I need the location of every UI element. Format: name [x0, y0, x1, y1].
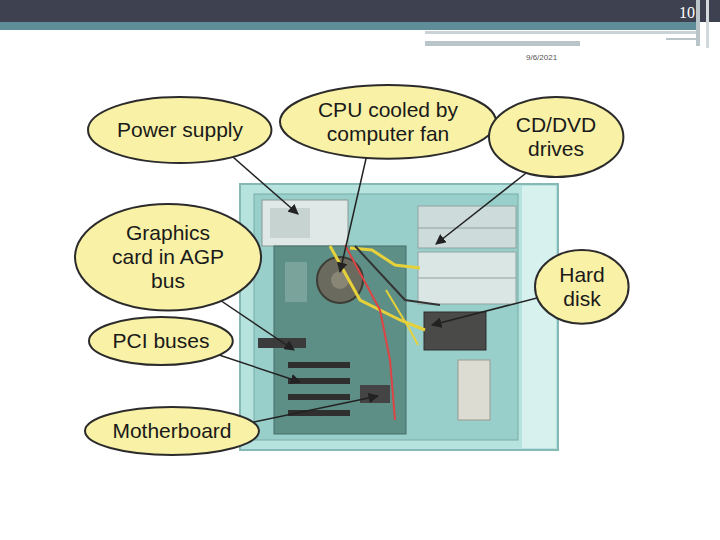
ellipse-shape: [88, 97, 271, 163]
chipset: [360, 385, 390, 403]
callout-ellipse: Hard disk: [533, 248, 631, 326]
header-strip: [0, 22, 700, 30]
pci-slot: [288, 362, 350, 368]
hard-disk-unit: [424, 312, 486, 350]
cable: [345, 245, 395, 420]
leader-line: [436, 170, 530, 244]
ellipse-shape: [280, 85, 496, 159]
callout-label: PCI buses: [113, 329, 210, 353]
page-number: 10: [679, 4, 695, 22]
callout-label: Hard disk: [552, 263, 612, 311]
callout-text-box: PCI buses: [113, 329, 210, 353]
header-line: [425, 31, 700, 34]
callout-ellipse: CD/DVD drives: [487, 95, 625, 179]
callout-text-box: Graphics card in AGP bus: [104, 221, 232, 293]
ellipse-shape: [89, 317, 233, 365]
ellipse-shape: [489, 97, 623, 177]
ellipse-shape: [535, 250, 629, 324]
callout-label: Motherboard: [112, 419, 231, 443]
callout-label: Power supply: [117, 118, 243, 142]
bay-divider: [418, 278, 516, 279]
case-front: [522, 186, 556, 448]
callout-text-box: CPU cooled by computer fan: [313, 98, 463, 146]
callout-ellipse: Power supply: [86, 95, 273, 165]
computer-case: [240, 184, 558, 450]
leader-line: [225, 150, 298, 214]
date-label: 9/6/2021: [526, 53, 557, 62]
callout-text-box: Power supply: [117, 118, 243, 142]
header-line: [706, 0, 709, 48]
header-bar: [0, 0, 720, 22]
header-line: [666, 38, 700, 40]
callout-ellipse: CPU cooled by computer fan: [278, 83, 498, 161]
leader-line: [235, 396, 378, 426]
header-line: [696, 0, 700, 46]
drive-bay: [418, 206, 516, 248]
callout-ellipse: Graphics card in AGP bus: [73, 202, 263, 312]
cable: [386, 290, 418, 345]
bay-divider: [418, 228, 516, 229]
cable: [355, 246, 440, 305]
agp-card: [258, 338, 306, 348]
callout-label: CD/DVD drives: [511, 113, 601, 161]
ellipse-shape: [85, 407, 259, 455]
cable: [330, 246, 425, 330]
drive-bay: [418, 252, 516, 304]
leader-line: [210, 352, 300, 382]
callout-text-box: CD/DVD drives: [511, 113, 601, 161]
callout-label: CPU cooled by computer fan: [313, 98, 463, 146]
case-interior: [254, 194, 518, 440]
callout-ellipse: Motherboard: [83, 405, 261, 457]
header-line: [425, 41, 580, 46]
power-supply-unit: [262, 200, 348, 246]
callout-label: Graphics card in AGP bus: [104, 221, 232, 293]
callout-ellipse: PCI buses: [87, 315, 235, 367]
pci-slot: [288, 394, 350, 400]
callout-text-box: Hard disk: [552, 263, 612, 311]
psu-label: [270, 208, 310, 238]
callout-text-box: Motherboard: [112, 419, 231, 443]
leader-line: [340, 150, 368, 272]
ellipse-shape: [75, 204, 261, 310]
drive-bracket: [458, 360, 490, 420]
io-ports: [285, 262, 307, 302]
